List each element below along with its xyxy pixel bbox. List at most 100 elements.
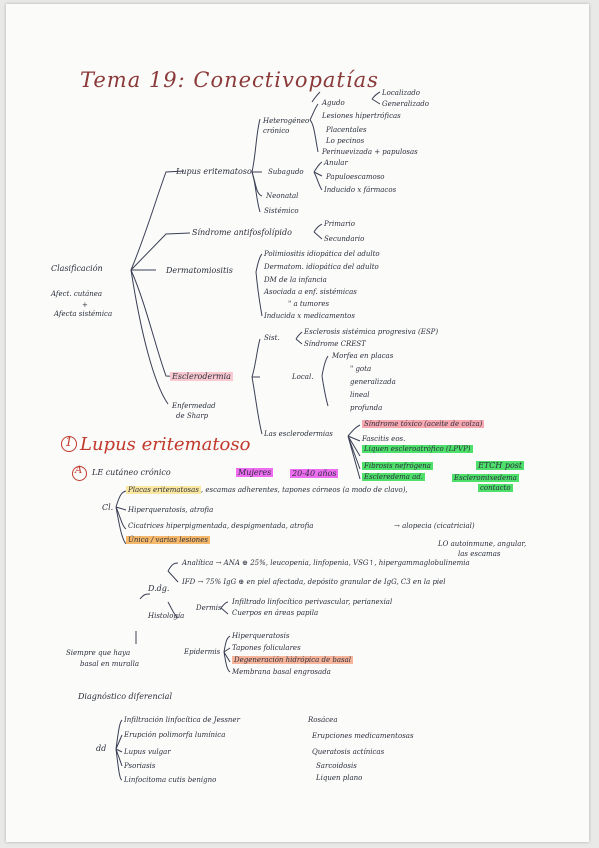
root-label: Clasificación bbox=[51, 264, 103, 273]
epidermis-item: Degeneración hidrópica de basal bbox=[232, 656, 353, 664]
subagudo-label: Subagudo bbox=[268, 168, 304, 176]
pseudo-item-text: Escleromixedema bbox=[452, 474, 519, 482]
dd-left-item: Psoriasis bbox=[124, 762, 156, 770]
pseudo-item: Escleredema ad. bbox=[362, 473, 426, 481]
heterogeneo-item: Lo pecinos bbox=[326, 137, 365, 145]
subagudo-item: Papuloescamoso bbox=[326, 173, 385, 181]
heterogeneo-item: Placentales bbox=[326, 126, 367, 134]
notebook-page: Tema 19: Conectivopatías Clasificación A… bbox=[6, 4, 589, 842]
tag-text: Mujeres bbox=[236, 468, 274, 477]
clinica-item: Única / varias lesiones bbox=[126, 536, 210, 544]
agudo-item: Localizado bbox=[382, 89, 420, 97]
dermato-branch: Dermatomiositis bbox=[166, 266, 233, 275]
sist-label: Sist. bbox=[264, 334, 280, 342]
local-item: generalizada bbox=[350, 378, 396, 386]
section-number: 1 bbox=[65, 435, 73, 449]
diag-label: D.dg. bbox=[148, 584, 170, 593]
local-item: lineal bbox=[350, 391, 370, 399]
pseudo-item: Síndrome tóxico (aceite de colza) bbox=[362, 420, 485, 428]
dd-title: Diagnóstico diferencial bbox=[78, 692, 173, 701]
antifosfolip-item: Secundario bbox=[324, 235, 365, 243]
subagudo-item: Anular bbox=[324, 159, 348, 167]
dd-right-item: Erupciones medicamentosas bbox=[312, 732, 414, 740]
pseudo-item: Fascitis eos. bbox=[362, 435, 406, 443]
etch-note-2: contacto bbox=[478, 484, 513, 492]
epidermis-label: Epidermis bbox=[184, 648, 221, 656]
subsection-title: LE cutáneo crónico bbox=[92, 468, 171, 477]
dermis-label: Dermis bbox=[196, 604, 222, 612]
agudo-item: Generalizado bbox=[382, 100, 429, 108]
clinica-item: → alopecia (cicatricial) bbox=[394, 522, 475, 530]
root-note: + bbox=[82, 301, 88, 309]
mindmap-lines bbox=[115, 91, 381, 781]
histo-label: Histología bbox=[148, 612, 185, 620]
side-note: basal en muralla bbox=[80, 660, 140, 668]
epidermis-item: Membrana basal engrosada bbox=[232, 668, 331, 676]
section-number-circle bbox=[61, 436, 77, 452]
dermato-item: Dermatom. idiopática del adulto bbox=[264, 263, 379, 271]
dd-left-item: Infiltración linfocítica de Jessner bbox=[124, 716, 240, 724]
local-label: Local. bbox=[292, 373, 314, 381]
pseudo-item-text: Fibrosis nefrógena bbox=[362, 462, 433, 470]
subsection-letter: A bbox=[75, 465, 83, 476]
dermato-item: Asociada a enf. sistémicas bbox=[264, 288, 357, 296]
pseudo-item: Fibrosis nefrógena bbox=[362, 462, 433, 470]
clinica-item: Hiperqueratosis, atrofia bbox=[128, 506, 214, 514]
clinica-item-text: Única / varias lesiones bbox=[126, 536, 210, 544]
diag-item: IFD → 75% IgG ⊕ en piel afectada, depósi… bbox=[182, 578, 446, 586]
etch-note: ETCH post bbox=[476, 461, 525, 470]
clinica-item-text: , escamas adherentes, tapones córneos (a… bbox=[200, 486, 408, 494]
dd-label: dd bbox=[96, 744, 107, 753]
sist-item: Síndrome CREST bbox=[304, 340, 366, 348]
ets-label: de Sharp bbox=[176, 412, 209, 420]
page-title: Tema 19: Conectivopatías bbox=[80, 68, 379, 92]
dermato-item: Inducida x medicamentos bbox=[264, 312, 355, 320]
diag-item: Infiltrado linfocítico perivascular, per… bbox=[232, 598, 393, 606]
dd-left-item: Erupción polimorfa lumínica bbox=[124, 731, 226, 739]
root-note: Afect. cutánea bbox=[51, 290, 103, 298]
antifosfolip-item: Primario bbox=[324, 220, 355, 228]
epidermis-item-text: Degeneración hidrópica de basal bbox=[232, 656, 353, 664]
dd-right-item: Liquen plano bbox=[316, 774, 363, 782]
dd-right-item: Queratosis actínicas bbox=[312, 748, 385, 756]
clinica-item: Cicatrices hiperpigmentada, despigmentad… bbox=[128, 522, 314, 530]
heterogeneo-item: Perinuevizada + papulosas bbox=[322, 148, 418, 156]
epidermis-item: Hiperqueratosis bbox=[232, 632, 290, 640]
lupus-branch: Lupus eritematoso bbox=[176, 167, 252, 176]
dd-left-item: Lupus vulgar bbox=[124, 748, 171, 756]
dd-right-item: Rosácea bbox=[308, 716, 338, 724]
local-item: " gota bbox=[350, 365, 372, 373]
dermato-item: " a tumores bbox=[288, 300, 330, 308]
antifosfolip-branch: Síndrome antifosfolípido bbox=[192, 228, 292, 237]
clinica-item: Placas eritematosas, escamas adherentes,… bbox=[126, 486, 408, 494]
clinica-label: Cl. bbox=[102, 503, 114, 512]
ets-label: Enfermedad bbox=[172, 402, 216, 410]
clinica-item-text: Placas eritematosas bbox=[126, 486, 201, 494]
heterogeneo-item: Lesiones hipertróficas bbox=[322, 112, 401, 120]
side-note: Siempre que haya bbox=[66, 649, 131, 657]
epidermis-item: Tapones foliculares bbox=[232, 644, 301, 652]
clinica-item: LO autoinmune, angular, bbox=[438, 540, 527, 548]
esclero-branch: Esclerodermia bbox=[170, 372, 233, 381]
heterogeneo-label: Heterogéneo crónico bbox=[263, 117, 310, 135]
local-item: Morfea en placas bbox=[332, 352, 394, 360]
pseudo-item-text: Liquen escleroatrófico (LPVP) bbox=[362, 445, 473, 453]
local-item: profunda bbox=[350, 404, 383, 412]
dermato-item: Polimiositis idiopática del adulto bbox=[264, 250, 380, 258]
subsection-letter-circle bbox=[72, 466, 87, 481]
dd-left-item: Linfocitoma cutis benigno bbox=[124, 776, 217, 784]
esclero-label: Esclerodermia bbox=[170, 372, 233, 381]
tag-text: 20-40 años bbox=[290, 469, 339, 478]
pseudo-item: Escleromixedema bbox=[452, 474, 519, 482]
section-title: Lupus eritematoso bbox=[80, 434, 251, 455]
tag: Mujeres bbox=[236, 468, 274, 477]
agudo-label: Agudo bbox=[322, 99, 345, 107]
neonatal-label: Neonatal bbox=[266, 192, 299, 200]
diag-item: Analítica → ANA ⊕ 25%, leucopenia, linfo… bbox=[182, 559, 470, 567]
dermato-item: DM de la infancia bbox=[264, 276, 327, 284]
etch-note-text: ETCH post bbox=[476, 461, 525, 470]
diag-item: Cuerpos en áreas papila bbox=[232, 609, 319, 617]
pseudo-label: Las esclerodermias bbox=[264, 430, 333, 438]
dd-right-item: Sarcoidosis bbox=[316, 762, 357, 770]
pseudo-item: Liquen escleroatrófico (LPVP) bbox=[362, 445, 473, 453]
